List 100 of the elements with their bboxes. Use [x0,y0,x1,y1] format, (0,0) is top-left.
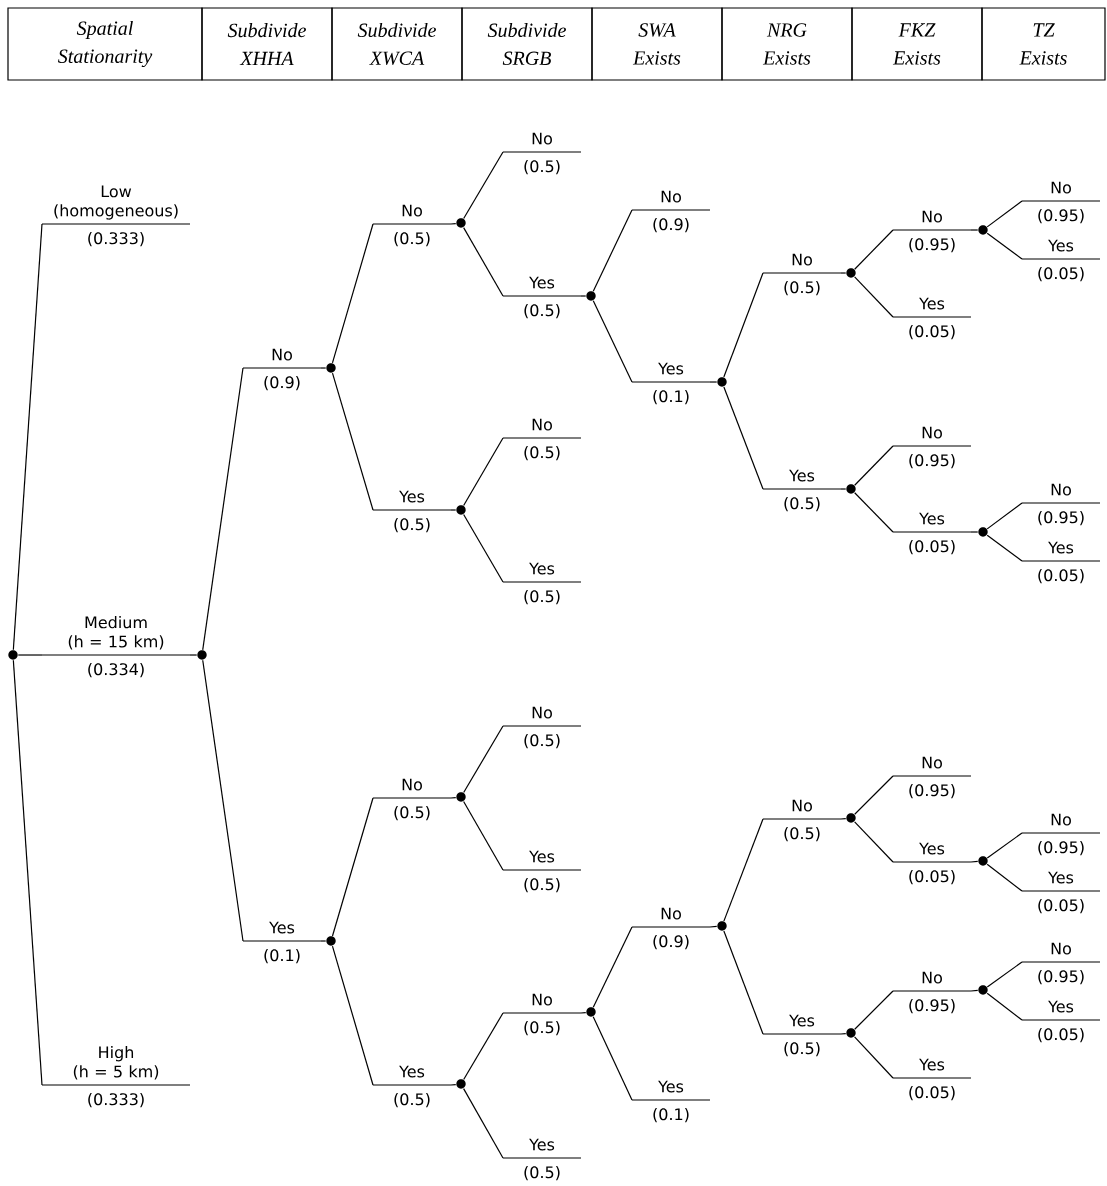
table-header-cell: Subdivide XWCA [331,7,463,81]
branch-line [854,492,894,533]
branch-line [854,445,894,486]
outcome-branch: No (0.5) [502,706,582,749]
branch-line [463,1088,504,1159]
branch-line [986,534,1023,562]
branch-line [986,832,1023,859]
outcome-branch: High (h = 5 km) (0.333) [41,1045,191,1108]
outcome-branch: No (0.5) [762,799,842,842]
outcome-branch: No (0.95) [892,426,972,469]
outcome-branch: No (0.95) [1021,181,1101,224]
outcome-branch: No (0.5) [502,132,582,175]
branch-line [970,860,979,863]
outcome-branch: No (0.5) [762,253,842,296]
table-header-cell: FKZ Exists [851,7,983,81]
outcome-branch: Yes (0.5) [762,1014,842,1057]
branch-line [450,1083,457,1086]
branch-line [580,295,587,297]
branch-line [463,725,504,794]
branch-line [854,775,894,815]
branch-line [854,1036,894,1079]
branch-line [986,232,1023,260]
branch-line [970,989,979,992]
outcome-branch: Medium (h = 15 km) (0.334) [41,615,191,678]
outcome-branch: Yes (0.5) [372,490,452,533]
branch-line [463,800,504,871]
outcome-branch: Low (homogeneous) (0.333) [41,185,191,247]
branch-line [12,223,43,651]
branch-line [840,488,847,490]
branch-line [580,1011,587,1014]
outcome-branch: Yes (0.1) [631,362,711,405]
table-header-cell: Subdivide SRGB [461,7,593,81]
branch-line [986,992,1023,1021]
outcome-branch: Yes (0.1) [631,1080,711,1123]
branch-line [592,300,633,383]
branch-line [17,654,43,656]
outcome-branch: Yes (0.05) [892,512,972,555]
branch-line [331,223,374,364]
outcome-branch: Yes (0.5) [502,276,582,319]
branch-line [986,200,1023,228]
branch-line [854,990,894,1030]
branch-line [320,940,327,942]
outcome-branch: No (0.95) [892,971,972,1014]
branch-line [320,367,327,369]
branch-line [854,229,894,270]
outcome-branch: No (0.9) [631,907,711,950]
branch-line [592,926,633,1008]
outcome-branch: Yes (0.5) [502,562,582,605]
branch-line [331,945,374,1086]
table-header-cell: Spatial Stationarity [7,7,203,81]
branch-line [840,272,847,274]
branch-line [450,222,457,225]
branch-line [723,272,764,378]
outcome-branch: Yes (0.05) [892,842,972,885]
outcome-branch: No (0.5) [502,418,582,461]
outcome-branch: No (0.95) [1021,813,1101,856]
branch-line [202,367,244,651]
branch-line [986,502,1023,530]
branch-line [709,381,718,383]
outcome-branch: Yes (0.5) [502,850,582,893]
branch-line [202,659,244,942]
outcome-branch: No (0.9) [631,190,711,233]
branch-line [854,821,894,863]
outcome-branch: Yes (0.5) [502,1138,582,1181]
outcome-branch: Yes (0.1) [242,921,322,964]
branch-line [463,227,504,297]
branch-line [723,818,764,922]
branch-line [331,797,374,937]
branch-line [331,372,374,511]
branch-line [709,925,718,928]
outcome-branch: Yes (0.05) [1021,541,1101,584]
branch-line [986,863,1023,892]
outcome-branch: No (0.95) [892,756,972,799]
branch-line [854,276,894,318]
branch-line [463,513,504,583]
outcome-branch: No (0.95) [1021,483,1101,526]
table-header-cell: SWA Exists [591,7,723,81]
branch-line [463,151,504,220]
branch-line [592,1016,633,1101]
branch-line [986,961,1023,988]
table-header-cell: Subdivide XHHA [201,7,333,81]
outcome-branch: No (0.95) [1021,942,1101,985]
outcome-branch: Yes (0.05) [1021,871,1101,914]
branch-line [970,531,979,533]
outcome-branch: No (0.5) [502,993,582,1036]
outcome-branch: Yes (0.05) [892,297,972,340]
branch-line [723,930,764,1035]
branch-line [12,659,43,1086]
outcome-branch: Yes (0.05) [1021,239,1101,282]
branch-line [450,509,457,511]
branch-line [189,654,198,656]
branch-line [840,817,847,820]
branch-line [463,1012,504,1081]
outcome-branch: No (0.5) [372,204,452,247]
table-header-cell: TZ Exists [981,7,1106,81]
outcome-branch: Yes (0.5) [372,1065,452,1108]
outcome-branch: No (0.5) [372,778,452,821]
branch-line [970,229,979,231]
branch-line [450,796,457,799]
branch-line [840,1032,847,1035]
